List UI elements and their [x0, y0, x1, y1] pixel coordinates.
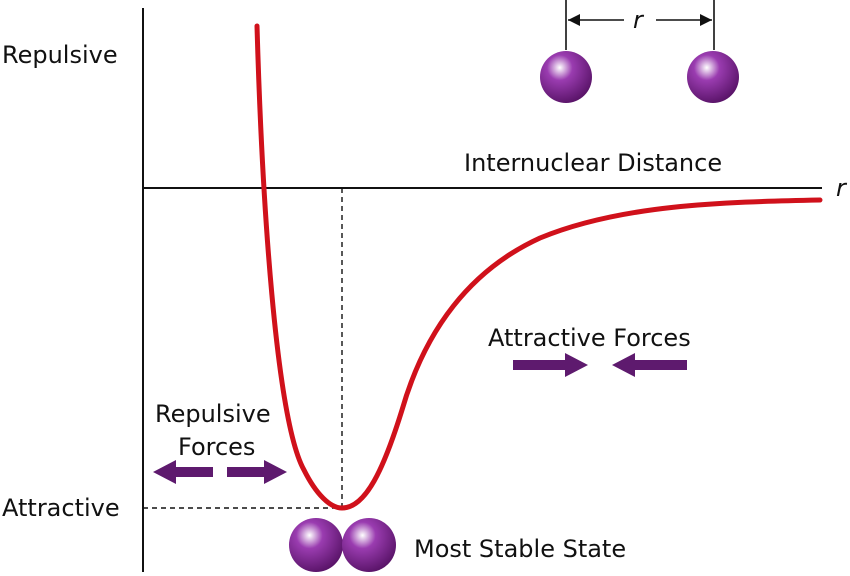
x-axis-symbol: r: [836, 174, 848, 202]
most-stable-label: Most Stable State: [414, 535, 626, 563]
attractive-arrow-right-icon: [513, 353, 588, 377]
distance-indicator: r: [565, 0, 715, 50]
distance-symbol: r: [633, 6, 645, 34]
potential-energy-curve: [254, 23, 823, 511]
stable-atom-left-icon: [289, 518, 343, 572]
atom-right-icon: [687, 51, 739, 103]
x-axis-title: Internuclear Distance: [464, 149, 722, 177]
repulsive-forces-label-line1: Repulsive: [155, 400, 271, 428]
distance-arrowhead-left: [568, 14, 580, 26]
repulsive-arrow-left-icon: [153, 460, 213, 484]
attractive-arrow-left-icon: [612, 353, 687, 377]
repulsive-arrow-right-icon: [227, 460, 287, 484]
y-top-label: Repulsive: [2, 41, 118, 69]
distance-arrowhead-right: [700, 14, 712, 26]
y-bottom-label: Attractive: [2, 494, 120, 522]
atom-left-icon: [540, 51, 592, 103]
stable-atom-right-icon: [342, 518, 396, 572]
repulsive-forces-label-line2: Forces: [178, 433, 255, 461]
attractive-forces-label: Attractive Forces: [488, 324, 691, 352]
